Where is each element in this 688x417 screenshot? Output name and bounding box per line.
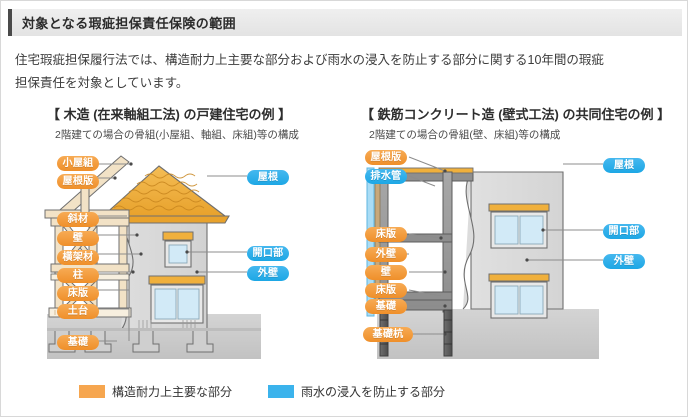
panel-title-wooden: 【 木造 (在来軸組工法) の戸建住宅の例 】 <box>47 107 292 122</box>
label-kabe-l[interactable]: 壁 <box>57 231 99 246</box>
wooden-house-illustration <box>44 155 261 359</box>
label-kaikoubu-l[interactable]: 開口部 <box>247 246 289 261</box>
page-title: 対象となる瑕疵担保責任保険の範囲 <box>22 16 237 31</box>
label-kiso-r[interactable]: 基礎 <box>365 299 407 314</box>
label-hashira[interactable]: 柱 <box>57 268 99 283</box>
figure-header: 対象となる瑕疵担保責任保険の範囲 <box>8 9 682 36</box>
label-gaiheki-r[interactable]: 外壁 <box>365 247 407 262</box>
label-yukaban-r2[interactable]: 床版 <box>365 283 407 298</box>
label-okazai[interactable]: 横架材 <box>57 250 99 265</box>
label-yukaban-r1[interactable]: 床版 <box>365 227 407 242</box>
legend: 構造耐力上主要な部分 雨水の浸入を防止する部分 <box>79 383 445 400</box>
label-gaiheki-l[interactable]: 外壁 <box>247 266 289 281</box>
intro-line-2: 担保責任を対象としています。 <box>15 76 189 91</box>
panel-wooden-house: 【 木造 (在来軸組工法) の戸建住宅の例 】 2階建ての場合の骨組(小屋組、軸… <box>11 104 349 374</box>
label-kaikoubu-r[interactable]: 開口部 <box>603 224 645 239</box>
label-dodai[interactable]: 土台 <box>57 304 99 319</box>
label-yane-r[interactable]: 屋根 <box>603 158 645 173</box>
legend-swatch-waterproof <box>268 385 295 398</box>
label-yaneban-l[interactable]: 屋根版 <box>57 174 99 189</box>
intro-text: 住宅瑕疵担保履行法では、構造耐力上主要な部分および雨水の浸入を防止する部分に関す… <box>15 49 675 95</box>
label-gaiheki-r2[interactable]: 外壁 <box>603 254 645 269</box>
panel-rc-apartment: 【 鉄筋コンクリート造 (壁式工法) の共同住宅の例 】 2階建ての場合の骨組(… <box>349 104 685 374</box>
label-kiso-l[interactable]: 基礎 <box>57 335 99 350</box>
rc-apartment-illustration <box>366 156 603 359</box>
label-kabe-r[interactable]: 壁 <box>365 265 407 280</box>
label-yane-l[interactable]: 屋根 <box>247 170 289 185</box>
label-yukaban-l[interactable]: 床版 <box>57 286 99 301</box>
label-yaneban-r[interactable]: 屋根版 <box>365 150 407 165</box>
label-haisuikan[interactable]: 排水管 <box>365 169 407 184</box>
label-kisokui[interactable]: 基礎杭 <box>363 327 413 342</box>
legend-label-structural: 構造耐力上主要な部分 <box>112 385 233 399</box>
legend-swatch-structural <box>79 385 105 398</box>
label-koyagumi[interactable]: 小屋組 <box>57 156 99 171</box>
panel-subtitle-wooden: 2階建ての場合の骨組(小屋組、軸組、床組)等の構成 <box>55 129 299 141</box>
legend-label-waterproof: 雨水の浸入を防止する部分 <box>301 385 446 399</box>
panel-title-rc: 【 鉄筋コンクリート造 (壁式工法) の共同住宅の例 】 <box>361 107 671 122</box>
panel-subtitle-rc: 2階建ての場合の骨組(壁、床組)等の構成 <box>369 129 561 141</box>
label-shazai[interactable]: 斜材 <box>57 212 99 227</box>
intro-line-1: 住宅瑕疵担保履行法では、構造耐力上主要な部分および雨水の浸入を防止する部分に関す… <box>15 53 604 67</box>
